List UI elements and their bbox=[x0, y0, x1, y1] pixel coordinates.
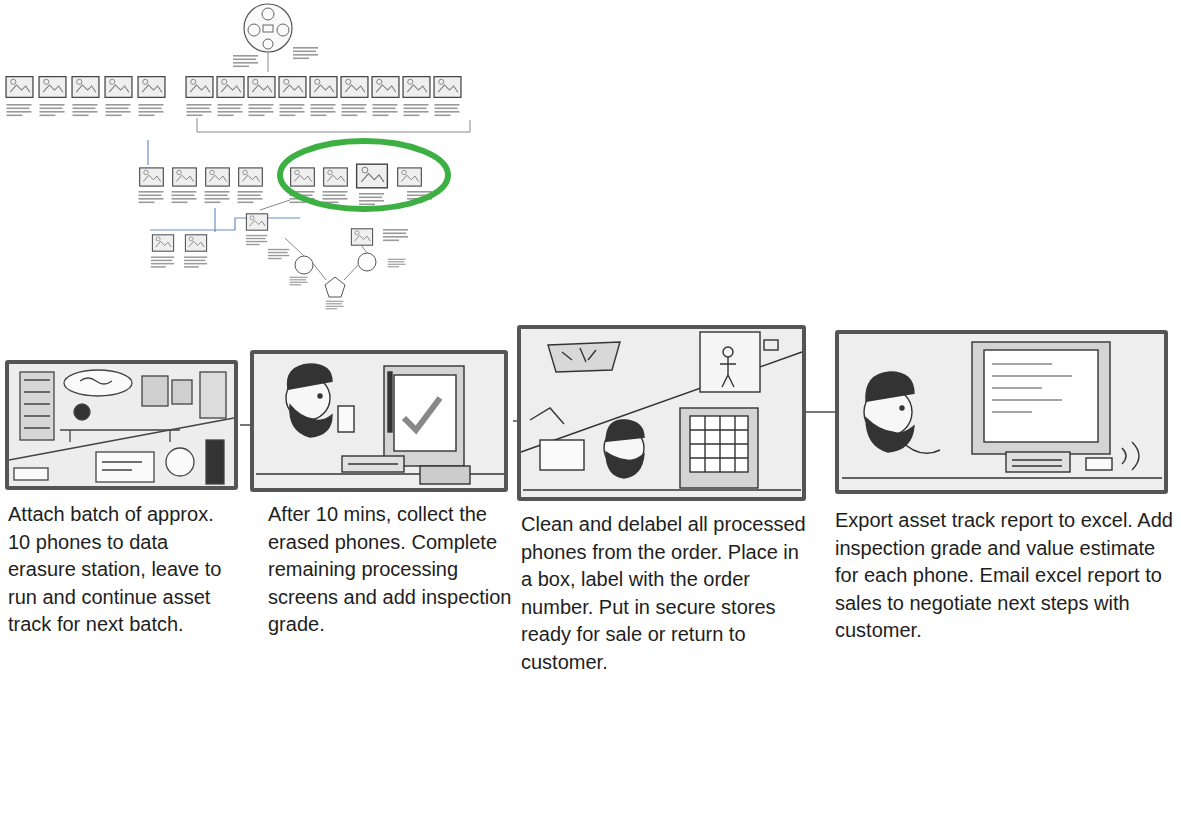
overview-map bbox=[6, 4, 470, 309]
panel-4-sketch bbox=[839, 334, 1164, 490]
panel-caption: Clean and delabel all processed phones f… bbox=[521, 511, 806, 676]
panel-frame bbox=[517, 325, 806, 501]
story-panel: Export asset track report to excel. Add … bbox=[835, 330, 1177, 645]
panel-caption: Attach batch of approx. 10 phones to dat… bbox=[8, 501, 240, 639]
panel-caption: Export asset track report to excel. Add … bbox=[835, 507, 1177, 645]
panel-connector bbox=[240, 425, 250, 426]
story-panel: After 10 mins, collect the erased phones… bbox=[250, 350, 513, 639]
overview-branch bbox=[151, 214, 408, 310]
highlight-ellipse bbox=[280, 141, 448, 209]
overview-row-1 bbox=[6, 77, 461, 116]
panel-frame bbox=[250, 350, 508, 492]
panel-frame bbox=[5, 360, 238, 490]
panel-3-sketch bbox=[521, 329, 802, 497]
panel-connector bbox=[806, 412, 835, 413]
connector-line bbox=[240, 424, 250, 426]
panel-1-sketch bbox=[9, 364, 234, 486]
panel-frame bbox=[835, 330, 1168, 494]
panel-2-sketch bbox=[254, 354, 504, 488]
story-panel: Clean and delabel all processed phones f… bbox=[517, 325, 806, 676]
story-panel: Attach batch of approx. 10 phones to dat… bbox=[5, 360, 240, 639]
connector-line bbox=[806, 411, 835, 413]
panel-caption: After 10 mins, collect the erased phones… bbox=[268, 501, 513, 639]
